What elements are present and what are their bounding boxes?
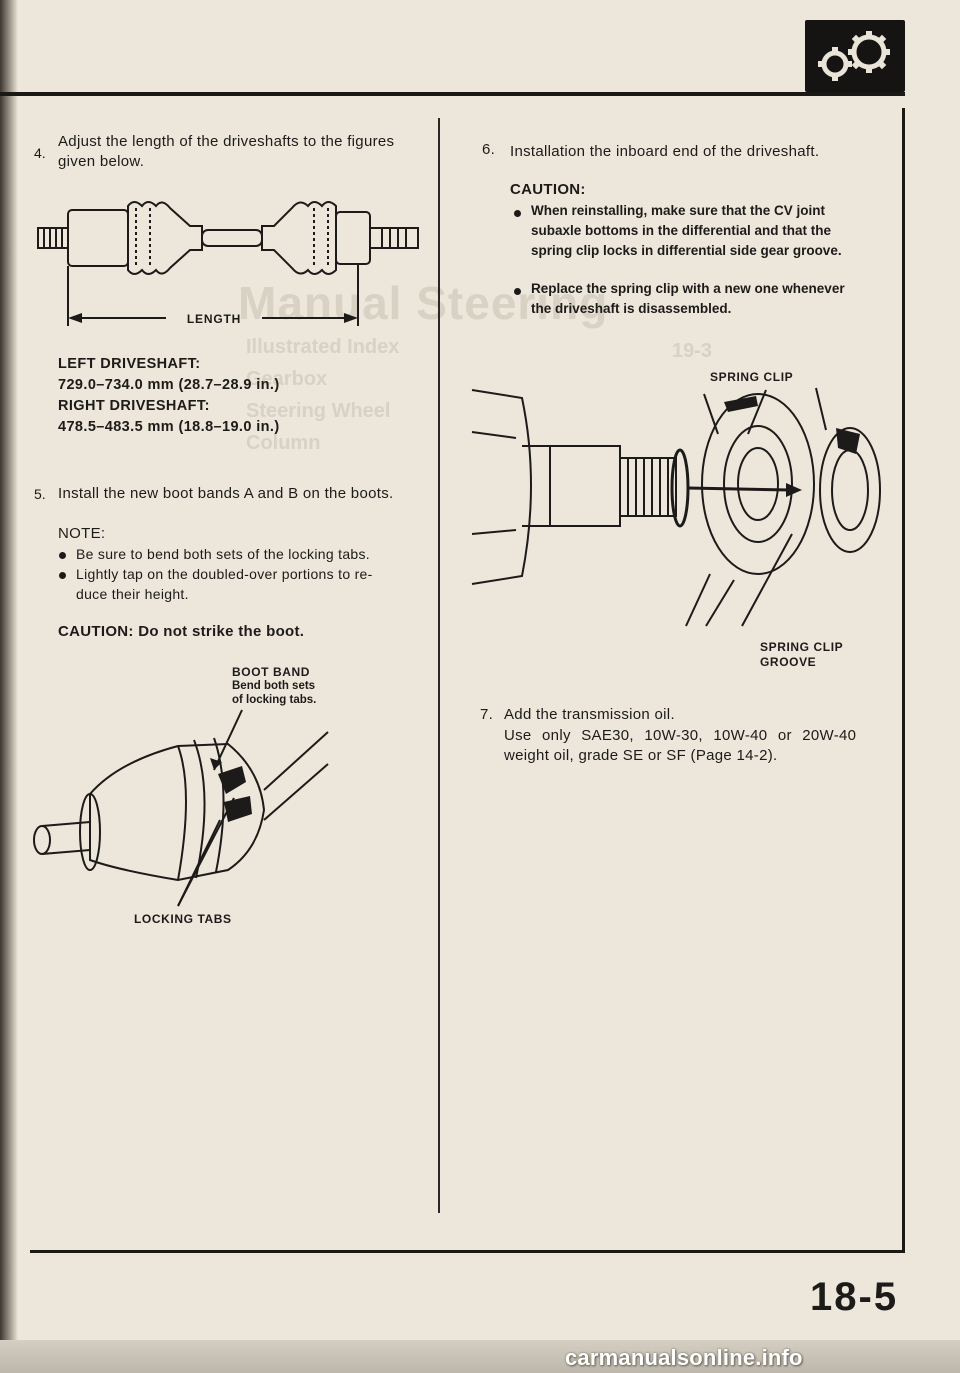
- step-number: 4.: [34, 145, 46, 161]
- section-badge: [805, 20, 905, 92]
- watermark-text: carmanualsonline.info: [565, 1345, 803, 1370]
- gears-icon: [818, 31, 890, 81]
- step-text: given below.: [58, 153, 145, 170]
- step-text: Add the transmission oil.: [504, 706, 675, 723]
- bleed-through-title: Manual Steering: [238, 277, 609, 329]
- spring-clip-groove-label: SPRING CLIP: [760, 640, 844, 654]
- left-driveshaft-value: 729.0–734.0 mm (28.7–28.9 in.): [58, 377, 280, 393]
- note-bullet: Lightly tap on the doubled-over portions…: [76, 566, 373, 582]
- note-bullet: Be sure to bend both sets of the locking…: [76, 546, 370, 562]
- note-label: NOTE:: [58, 525, 106, 542]
- length-label: LENGTH: [187, 312, 241, 326]
- spring-clip-diagram: [471, 387, 881, 627]
- content-frame: [30, 108, 905, 1253]
- step-text: Use only SAE30, 10W-30, 10W-40 or 20W-40: [504, 727, 857, 744]
- note-bullet-continued: duce their height.: [76, 586, 189, 602]
- spring-clip-groove-label: GROOVE: [760, 655, 817, 669]
- step-number: 7.: [480, 706, 494, 723]
- bullet: [59, 552, 66, 559]
- footer-strip: [0, 1340, 960, 1373]
- boot-band-note: of locking tabs.: [232, 694, 317, 706]
- bleed-through-line: Steering Wheel: [246, 400, 391, 422]
- bullet: [514, 288, 521, 295]
- caution-bullet-line: spring clip locks in differential side g…: [531, 243, 842, 258]
- caution-bullet-line: the driveshaft is disassembled.: [531, 301, 732, 316]
- step-text: Adjust the length of the driveshafts to …: [58, 133, 395, 150]
- bullet: [59, 572, 66, 579]
- caution-bullet-line: When reinstalling, make sure that the CV…: [531, 203, 826, 218]
- step-text: Install the new boot bands A and B on th…: [58, 485, 394, 502]
- step-text: Installation the inboard end of the driv…: [510, 143, 820, 160]
- bleed-through-line: Gearbox: [246, 368, 328, 390]
- boot-band-label: BOOT BAND: [232, 665, 311, 679]
- left-driveshaft-label: LEFT DRIVESHAFT:: [58, 356, 201, 372]
- bleed-through-line: Illustrated Index: [246, 336, 400, 358]
- caution-bullet-line: Replace the spring clip with a new one w…: [531, 281, 845, 296]
- caution-label: CAUTION:: [510, 181, 586, 198]
- step-text: weight oil, grade SE or SF (Page 14-2).: [504, 747, 778, 764]
- step-number: 6.: [482, 141, 496, 158]
- column-divider: [438, 118, 440, 1213]
- header-rule: [0, 92, 905, 96]
- caution-bullet-line: subaxle bottoms in the differential and …: [531, 223, 832, 238]
- boot-band-note: Bend both sets: [232, 680, 316, 692]
- spring-clip-label: SPRING CLIP: [710, 370, 794, 384]
- bleed-through-page-ref: 19-3: [672, 340, 713, 362]
- bullet: [514, 210, 521, 217]
- locking-tabs-label: LOCKING TABS: [134, 912, 232, 926]
- driveshaft-length-diagram: LENGTH: [37, 201, 419, 326]
- boot-band-diagram: [33, 709, 329, 907]
- page-number: 18-5: [810, 1275, 899, 1319]
- binding-edge: [0, 0, 18, 1373]
- caution-text: CAUTION: Do not strike the boot.: [58, 623, 305, 640]
- right-driveshaft-value: 478.5–483.5 mm (18.8–19.0 in.): [58, 419, 280, 435]
- step-number: 5.: [34, 486, 46, 502]
- bleed-through-line: Column: [246, 432, 321, 454]
- right-driveshaft-label: RIGHT DRIVESHAFT:: [58, 398, 210, 414]
